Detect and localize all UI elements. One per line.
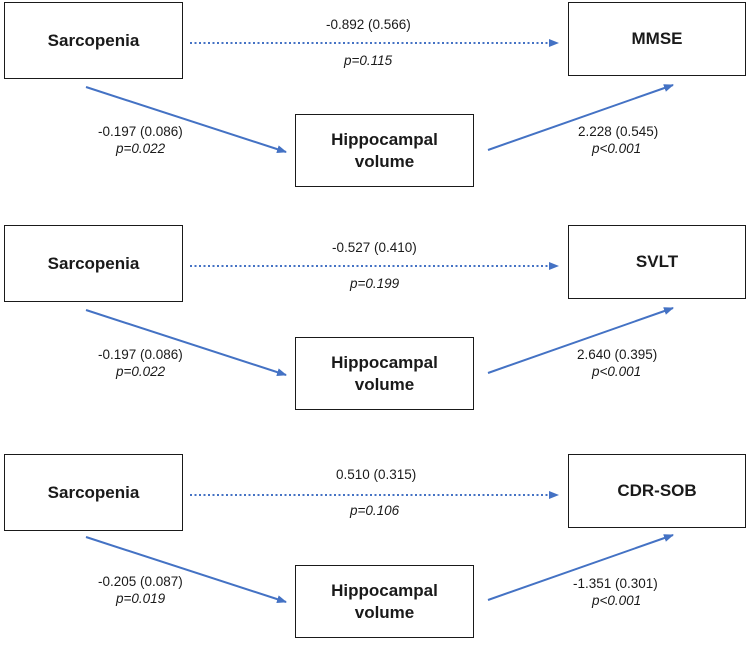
b-p-label: p<0.001 [592, 593, 642, 608]
a-path-arrow [85, 309, 287, 377]
a-coef-label: -0.205 (0.087) [98, 574, 183, 589]
b-path-arrow [487, 84, 674, 151]
b-p-label: p<0.001 [592, 364, 642, 379]
direct-coef-label: -0.892 (0.566) [326, 17, 411, 32]
a-p-label: p=0.019 [116, 591, 166, 606]
b-coef-label: 2.640 (0.395) [577, 347, 658, 362]
mediator-box: Hippocampal volume [295, 114, 474, 187]
arrows-layer [85, 262, 674, 377]
mediator-box: Hippocampal volume [295, 337, 474, 410]
b-p-label: p<0.001 [592, 141, 642, 156]
outcome-box: CDR-SOB [568, 454, 746, 528]
predictor-box: Sarcopenia [4, 225, 183, 302]
a-p-label: p=0.022 [116, 141, 166, 156]
predictor-label: Sarcopenia [47, 253, 140, 273]
direct-p-label: p=0.115 [344, 53, 393, 68]
a-p-label: p=0.022 [116, 364, 166, 379]
outcome-label: CDR-SOB [617, 481, 697, 501]
direct-coef-label: -0.527 (0.410) [332, 240, 417, 255]
mediator-label: Hippocampal volume [331, 581, 438, 622]
direct-coef-label: 0.510 (0.315) [336, 467, 417, 482]
a-path-arrow [85, 86, 287, 154]
a-coef-label: -0.197 (0.086) [98, 347, 183, 362]
predictor-box: Sarcopenia [4, 454, 183, 531]
direct-p-label: p=0.199 [350, 276, 400, 291]
direct-p-label: p=0.106 [350, 503, 400, 518]
outcome-box: MMSE [568, 2, 746, 76]
a-coef-label: -0.197 (0.086) [98, 124, 183, 139]
mediator-label: Hippocampal volume [331, 130, 438, 171]
mediator-label: Hippocampal volume [331, 353, 438, 394]
mediator-box: Hippocampal volume [295, 565, 474, 638]
mediation-panel-svlt: Sarcopenia SVLT Hippocampal volume -0.52… [0, 223, 749, 438]
b-path-arrow [487, 534, 674, 601]
mediation-panel-cdr-sob: Sarcopenia CDR-SOB Hippocampal volume 0.… [0, 452, 749, 667]
mediation-panel-mmse: Sarcopenia MMSE Hippocampal volume -0.89… [0, 0, 749, 215]
b-path-arrow [487, 307, 674, 374]
a-path-arrow [85, 536, 287, 604]
predictor-label: Sarcopenia [47, 482, 140, 502]
predictor-label: Sarcopenia [47, 30, 140, 50]
arrows-layer [85, 39, 674, 154]
b-coef-label: 2.228 (0.545) [578, 124, 659, 139]
outcome-label: MMSE [631, 29, 683, 49]
predictor-box: Sarcopenia [4, 2, 183, 79]
outcome-label: SVLT [635, 252, 679, 272]
arrows-layer [85, 491, 674, 604]
b-coef-label: -1.351 (0.301) [573, 576, 658, 591]
outcome-box: SVLT [568, 225, 746, 299]
